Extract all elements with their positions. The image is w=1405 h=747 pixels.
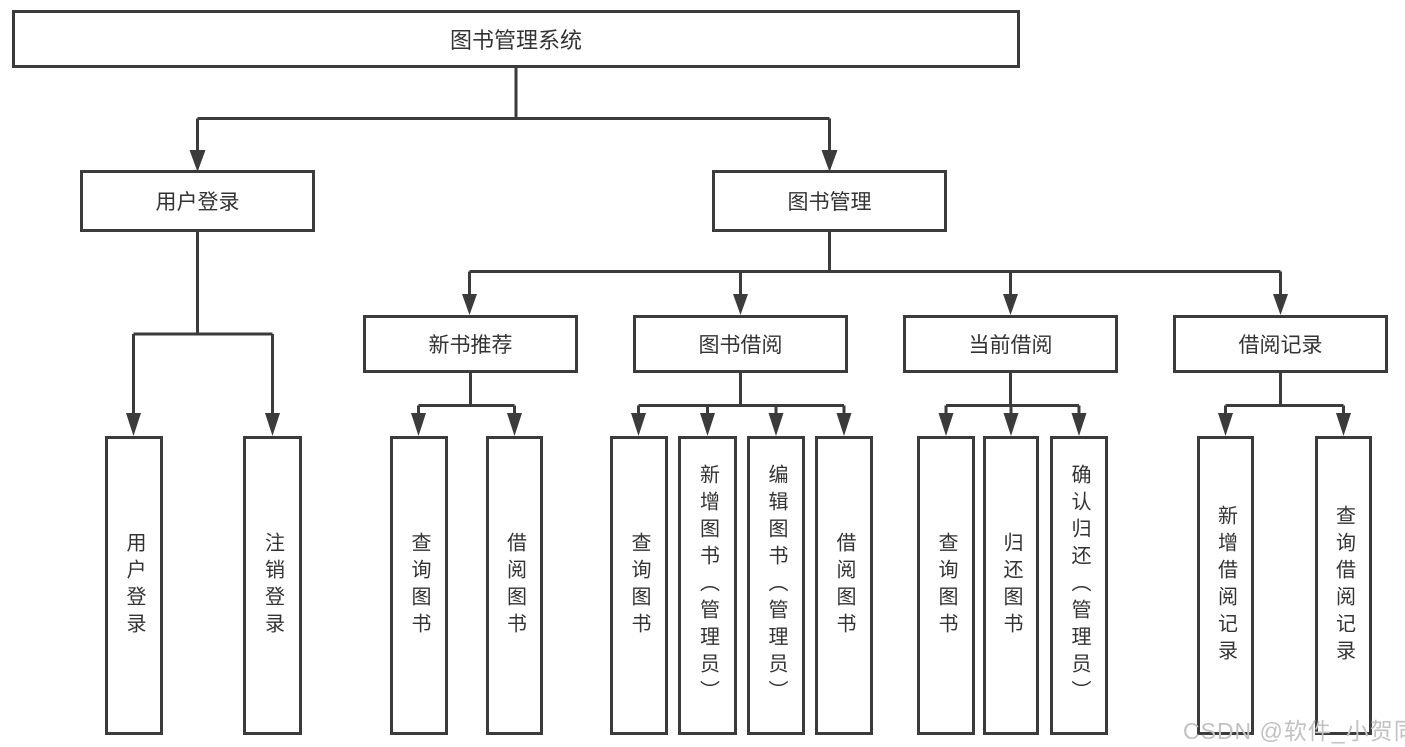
- node-leaf-add-book-admin: 新增图书（管理员）: [678, 436, 737, 735]
- node-label: 新增借阅记录: [1214, 504, 1237, 667]
- node-leaf-query-book-borrow: 查询图书: [610, 436, 668, 735]
- node-label: 查询图书: [628, 531, 650, 640]
- node-book-management: 图书管理: [712, 170, 947, 232]
- node-leaf-logout: 注销登录: [243, 436, 302, 735]
- node-label: 注销登录: [261, 531, 284, 640]
- node-label: 编辑图书（管理员）: [765, 464, 787, 707]
- node-label: 借阅图书: [833, 531, 855, 640]
- node-book-borrow: 图书借阅: [633, 315, 848, 373]
- node-leaf-query-book-recommend: 查询图书: [390, 436, 448, 735]
- node-label: 查询图书: [935, 531, 957, 640]
- node-label: 新书推荐: [428, 334, 513, 357]
- node-leaf-query-borrow-record: 查询借阅记录: [1315, 436, 1372, 735]
- node-leaf-borrow-book-recommend: 借阅图书: [486, 436, 543, 735]
- node-label: 当前借阅: [968, 334, 1053, 357]
- node-label: 用户登录: [123, 531, 145, 640]
- node-label: 借阅记录: [1238, 334, 1323, 357]
- node-leaf-add-borrow-record: 新增借阅记录: [1197, 436, 1254, 735]
- node-label: 图书管理: [787, 191, 872, 214]
- node-label: 查询借阅记录: [1332, 504, 1355, 667]
- node-leaf-return-book: 归还图书: [983, 436, 1039, 735]
- node-label: 图书管理系统: [449, 28, 582, 53]
- node-leaf-user-login: 用户登录: [105, 436, 163, 735]
- node-current-borrow: 当前借阅: [903, 315, 1118, 373]
- node-label: 新增图书（管理员）: [696, 464, 719, 707]
- node-leaf-borrow-book: 借阅图书: [815, 436, 873, 735]
- node-label: 查询图书: [408, 531, 430, 640]
- node-label: 借阅图书: [503, 531, 526, 640]
- node-leaf-edit-book-admin: 编辑图书（管理员）: [747, 436, 805, 735]
- node-label: 用户登录: [155, 191, 240, 214]
- node-library-management-system: 图书管理系统: [12, 10, 1020, 68]
- node-new-book-recommend: 新书推荐: [363, 315, 578, 373]
- node-label: 归还图书: [1000, 531, 1022, 640]
- node-leaf-confirm-return-admin: 确认归还（管理员）: [1050, 436, 1108, 735]
- node-label: 确认归还（管理员）: [1068, 464, 1090, 707]
- node-leaf-query-book-current: 查询图书: [917, 436, 975, 735]
- node-label: 图书借阅: [698, 334, 783, 357]
- node-user-login: 用户登录: [80, 170, 315, 232]
- watermark: CSDN @软件_小贺同学: [1183, 718, 1405, 744]
- node-borrow-record: 借阅记录: [1173, 315, 1388, 373]
